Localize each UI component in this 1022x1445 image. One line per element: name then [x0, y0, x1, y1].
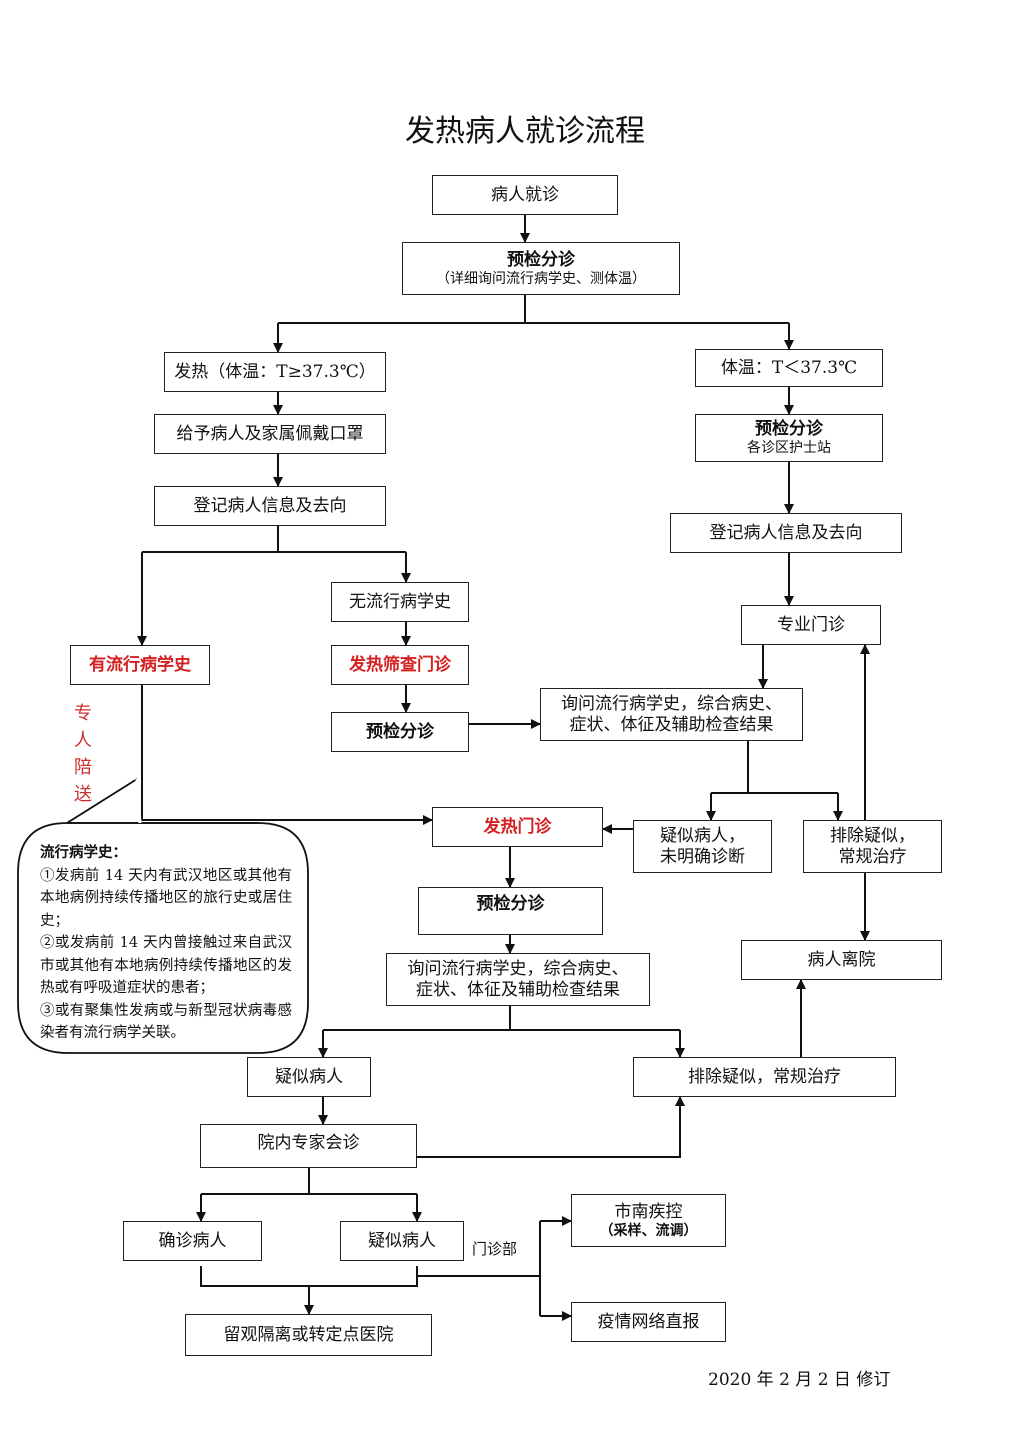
- node-exclude-2: 排除疑似，常规治疗: [633, 1057, 896, 1097]
- node-label: 症状、体征及辅助检查结果: [416, 979, 620, 1000]
- node-label: 留观隔离或转定点医院: [223, 1324, 394, 1345]
- node-suspect-2: 疑似病人: [340, 1221, 464, 1261]
- node-label: 排除疑似，: [830, 825, 915, 846]
- callout-heading: 流行病学史：: [40, 844, 127, 861]
- node-triage: 预检分诊（详细询问流行病学史、测体温）: [402, 242, 680, 295]
- node-sublabel: 各诊区护士站: [747, 440, 831, 456]
- node-label: 登记病人信息及去向: [709, 522, 863, 543]
- node-label: 常规治疗: [838, 846, 907, 867]
- node-label: 疫情网络直报: [597, 1311, 700, 1332]
- department-label: 门诊部: [472, 1240, 518, 1258]
- node-label: 无流行病学史: [349, 591, 451, 612]
- page-title: 发热病人就诊流程: [405, 114, 645, 149]
- node-specialist: 专业门诊: [741, 605, 881, 645]
- node-inquiry-1: 询问流行病学史，综合病史、症状、体征及辅助检查结果: [540, 688, 803, 741]
- node-mask: 给予病人及家属佩戴口罩: [154, 414, 386, 454]
- node-suspect: 疑似病人: [247, 1057, 371, 1097]
- node-inquiry-2: 询问流行病学史，综合病史、症状、体征及辅助检查结果: [386, 953, 650, 1006]
- node-label: 预检分诊: [507, 249, 575, 270]
- callout-item: ①发病前 14 天内有武汉地区或其他有本地病例持续传播地区的旅行史或居住史；: [40, 867, 292, 929]
- node-label: 发热筛查门诊: [349, 654, 451, 675]
- node-has-epi: 有流行病学史: [70, 645, 210, 685]
- node-label: 预检分诊: [755, 419, 823, 439]
- node-label: 疑似病人，: [660, 825, 745, 846]
- node-label: 未明确诊断: [660, 846, 745, 867]
- node-suspect-unconfirmed: 疑似病人，未明确诊断: [633, 820, 772, 873]
- node-label: 给予病人及家属佩戴口罩: [176, 423, 364, 444]
- node-label: 疑似病人: [368, 1230, 436, 1251]
- node-label: 排除疑似，常规治疗: [688, 1066, 841, 1087]
- callout-item: ③或有聚集性发病或与新型冠状病毒感染者有流行病学关联。: [40, 1002, 292, 1042]
- node-label: 病人离院: [807, 949, 876, 970]
- node-sublabel: （采样、流调）: [599, 1222, 698, 1239]
- node-consult: 院内专家会诊: [200, 1124, 417, 1168]
- revision-date: 2020 年 2 月 2 日 修订: [708, 1370, 891, 1390]
- node-triage-fc: 预检分诊: [418, 887, 603, 935]
- node-label: 登记病人信息及去向: [193, 495, 347, 516]
- node-fever-clinic: 发热门诊: [432, 807, 603, 847]
- node-leave: 病人离院: [741, 940, 942, 980]
- node-label: 询问流行病学史，综合病史、: [407, 958, 629, 979]
- node-cdc: 市南疾控（采样、流调）: [571, 1194, 726, 1247]
- node-visit: 病人就诊: [432, 175, 618, 215]
- node-label: 市南疾控: [614, 1201, 683, 1222]
- node-normal-temp: 体温：T＜37.3℃: [695, 349, 883, 387]
- node-confirmed: 确诊病人: [123, 1221, 262, 1261]
- node-label: 专业门诊: [777, 614, 845, 635]
- node-label: 有流行病学史: [89, 654, 191, 675]
- node-label: 症状、体征及辅助检查结果: [569, 714, 774, 735]
- node-no-epi: 无流行病学史: [331, 582, 469, 622]
- node-screening: 发热筛查门诊: [331, 645, 469, 685]
- node-label: 确诊病人: [158, 1230, 227, 1251]
- node-register-left: 登记病人信息及去向: [154, 486, 386, 526]
- node-report: 疫情网络直报: [571, 1302, 726, 1342]
- node-label: 询问流行病学史，综合病史、: [561, 693, 782, 714]
- callout-item: ②或发病前 14 天内曾接触过来自武汉市或其他有本地病例持续传播地区的发热或有呼…: [40, 935, 292, 996]
- node-label: 发热门诊: [483, 816, 552, 837]
- node-label: 病人就诊: [491, 184, 559, 205]
- callout-text: 流行病学史： ①发病前 14 天内有武汉地区或其他有本地病例持续传播地区的旅行史…: [40, 842, 292, 1045]
- node-label: 院内专家会诊: [257, 1133, 360, 1153]
- node-label: 疑似病人: [275, 1066, 343, 1087]
- node-fever: 发热（体温：T≥37.3℃）: [164, 352, 386, 392]
- node-label: 体温：T＜37.3℃: [720, 357, 858, 378]
- node-triage-right: 预检分诊各诊区护士站: [695, 414, 883, 462]
- node-label: 预检分诊: [366, 721, 434, 742]
- node-sublabel: （详细询问流行病学史、测体温）: [436, 270, 646, 287]
- node-label: 发热（体温：T≥37.3℃）: [174, 361, 376, 382]
- escort-label: 专人陪送: [74, 703, 92, 805]
- node-triage-mid: 预检分诊: [331, 712, 469, 752]
- node-label: 预检分诊: [476, 894, 545, 914]
- node-register-right: 登记病人信息及去向: [670, 513, 902, 553]
- node-exclude: 排除疑似，常规治疗: [803, 820, 942, 873]
- node-isolate: 留观隔离或转定点医院: [185, 1314, 432, 1356]
